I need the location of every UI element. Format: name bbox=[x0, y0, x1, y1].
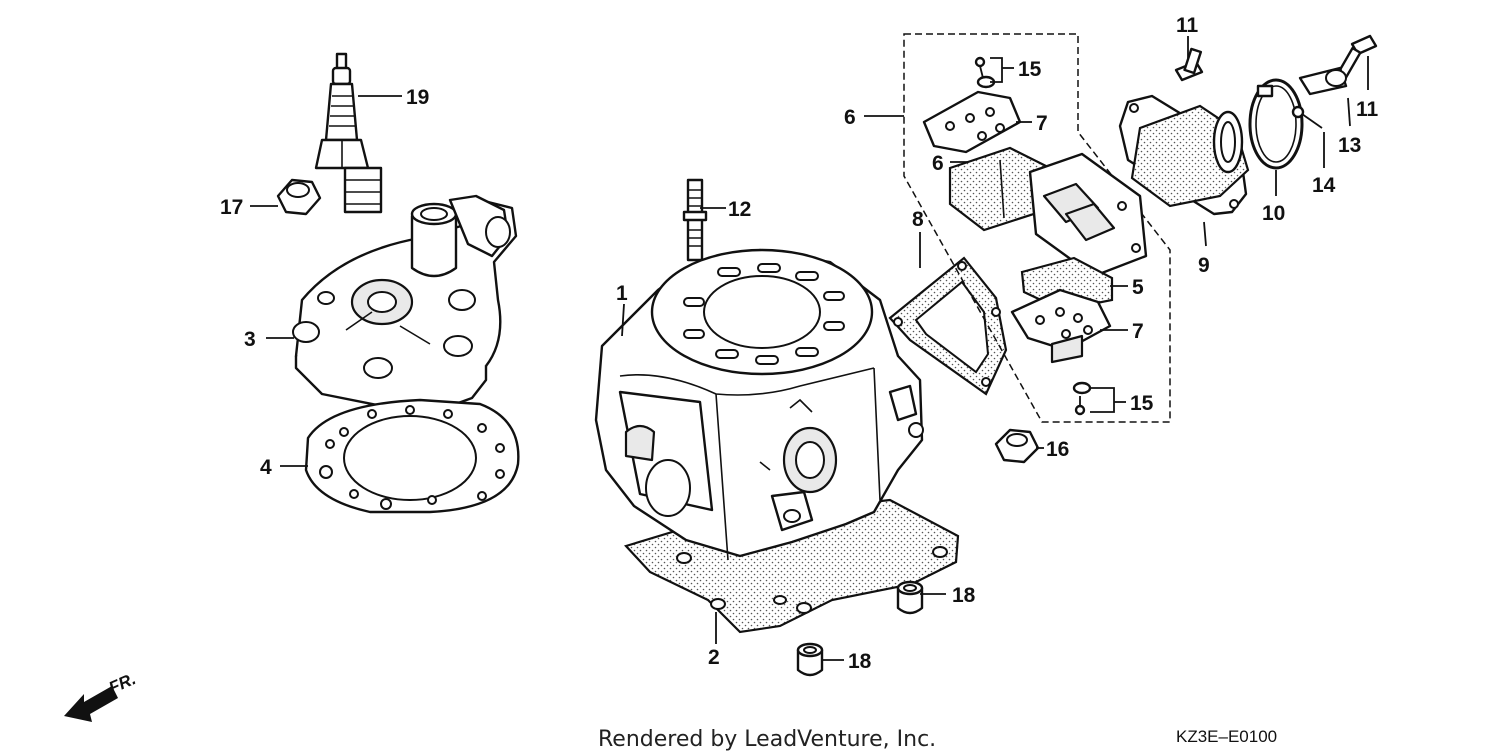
callout-1: 1 bbox=[616, 282, 628, 305]
callout-17: 16 bbox=[1046, 438, 1069, 461]
flange-bolt-left bbox=[1174, 47, 1204, 82]
callout-7-upper: 7 bbox=[1036, 112, 1048, 135]
callout-15-upper: 15 bbox=[1018, 58, 1042, 81]
callout-6-lower: 5 bbox=[1132, 276, 1144, 299]
callout-13: 13 bbox=[1338, 134, 1361, 157]
reed-gasket bbox=[888, 256, 1008, 396]
callouts: 19 17 3 4 12 1 2 18 18 16 6 8 6 7 15 5 7… bbox=[220, 14, 1379, 673]
callout-11-right: 11 bbox=[1356, 98, 1379, 121]
reed-valve-assembly bbox=[903, 33, 1171, 423]
callout-5: 6 bbox=[844, 106, 856, 129]
callout-4: 4 bbox=[260, 456, 272, 479]
callout-11-left: 11 bbox=[1176, 14, 1199, 37]
front-label: FR. bbox=[106, 669, 139, 697]
nut-17 bbox=[994, 428, 1040, 464]
callout-15-lower: 15 bbox=[1130, 392, 1154, 415]
callout-18-upper: 18 bbox=[952, 584, 976, 607]
callout-12: 12 bbox=[728, 198, 751, 221]
render-credit: Rendered by LeadVenture, Inc. bbox=[598, 727, 936, 752]
cylinder-head bbox=[292, 194, 518, 410]
callout-8: 8 bbox=[912, 208, 924, 231]
dowel-pin-lower bbox=[796, 642, 824, 677]
callout-2: 2 bbox=[708, 646, 720, 669]
callout-6-upper: 6 bbox=[932, 152, 944, 175]
front-direction-indicator: FR. bbox=[64, 669, 139, 722]
front-arrow-icon bbox=[64, 686, 118, 722]
nut-16 bbox=[276, 178, 322, 216]
stud-bolt bbox=[682, 178, 708, 262]
callout-3: 3 bbox=[244, 328, 256, 351]
dowel-pin-upper bbox=[896, 580, 924, 615]
callout-16: 17 bbox=[220, 196, 243, 219]
spark-plug bbox=[314, 52, 383, 214]
leader-lines bbox=[250, 36, 1369, 661]
cable-clamp bbox=[1298, 66, 1348, 96]
head-gasket bbox=[304, 398, 520, 514]
band-clamp bbox=[1248, 78, 1304, 170]
cylinder bbox=[594, 248, 924, 561]
intake-manifold bbox=[1118, 94, 1250, 216]
callout-7-lower: 7 bbox=[1132, 320, 1144, 343]
callout-10: 10 bbox=[1262, 202, 1285, 225]
diagram-code: KZ3E–E0100 bbox=[1176, 727, 1277, 746]
callout-19: 19 bbox=[406, 86, 429, 109]
callout-14: 14 bbox=[1312, 174, 1336, 197]
screw-14 bbox=[1291, 105, 1323, 129]
callout-18-lower: 18 bbox=[848, 650, 872, 673]
callout-9: 9 bbox=[1198, 254, 1210, 277]
